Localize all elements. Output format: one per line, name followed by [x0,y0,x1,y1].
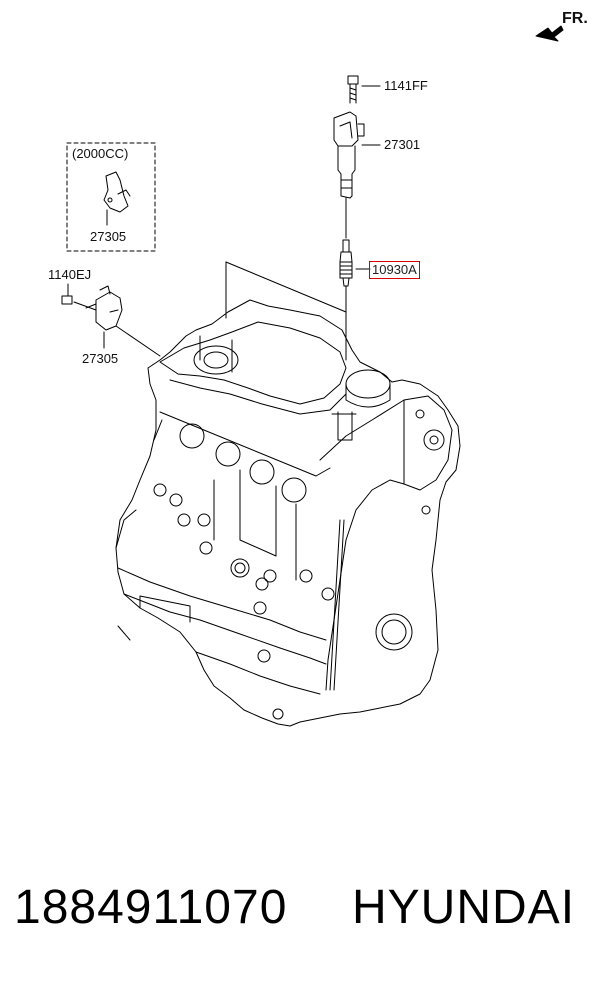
bolt-part [347,75,381,104]
front-direction-arrow-icon [535,25,564,42]
callout-sensor-variant[interactable]: 27305 [90,229,127,244]
spark-plug-part [339,239,371,361]
ignition-coil-part [333,111,381,239]
engine-block [115,299,461,727]
callout-ignition-coil[interactable]: 27301 [384,137,421,152]
callout-bolt-left[interactable]: 1140EJ [48,267,92,282]
callout-sensor-main[interactable]: 27305 [82,351,119,366]
variant-box [66,142,156,252]
callout-variant-note: (2000CC) [72,146,129,161]
brand-text: HYUNDAI [352,881,576,934]
part-number-text: 1884911070 [14,881,288,934]
callout-spark-plug[interactable]: 10930A [369,261,420,279]
front-direction-label: FR. [562,10,588,27]
callout-bolt[interactable]: 1141FF [384,78,428,93]
sensor-part [61,283,161,357]
